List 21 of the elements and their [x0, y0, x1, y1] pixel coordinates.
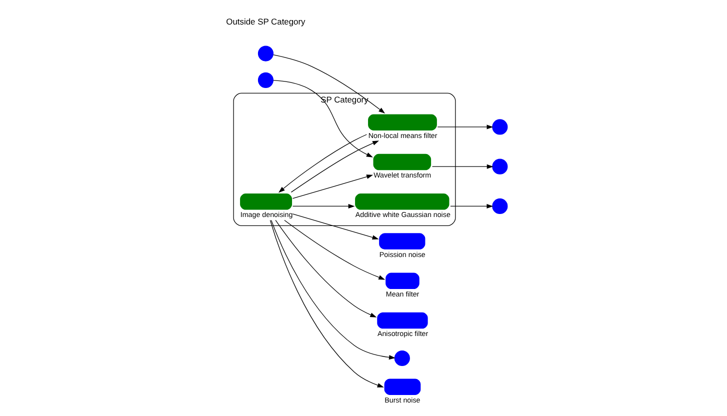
node-circle	[492, 158, 508, 174]
arrow	[270, 220, 384, 388]
node-circle	[492, 198, 508, 214]
label: Outside SP Category	[226, 16, 306, 27]
node-circle	[258, 46, 274, 62]
node-circle	[394, 350, 410, 366]
arrow	[273, 54, 386, 114]
arrow	[270, 220, 396, 360]
arrow	[284, 220, 386, 280]
node-circle	[492, 119, 508, 135]
arrow	[290, 140, 380, 192]
arrow	[292, 214, 379, 240]
arrow	[273, 80, 373, 158]
arrow	[432, 164, 494, 169]
node-circle	[258, 72, 274, 88]
arrow	[450, 204, 494, 208]
arrow	[275, 220, 377, 318]
arrow	[437, 124, 494, 130]
arrow	[292, 174, 374, 199]
arrow	[292, 204, 355, 208]
arrow	[278, 134, 367, 193]
